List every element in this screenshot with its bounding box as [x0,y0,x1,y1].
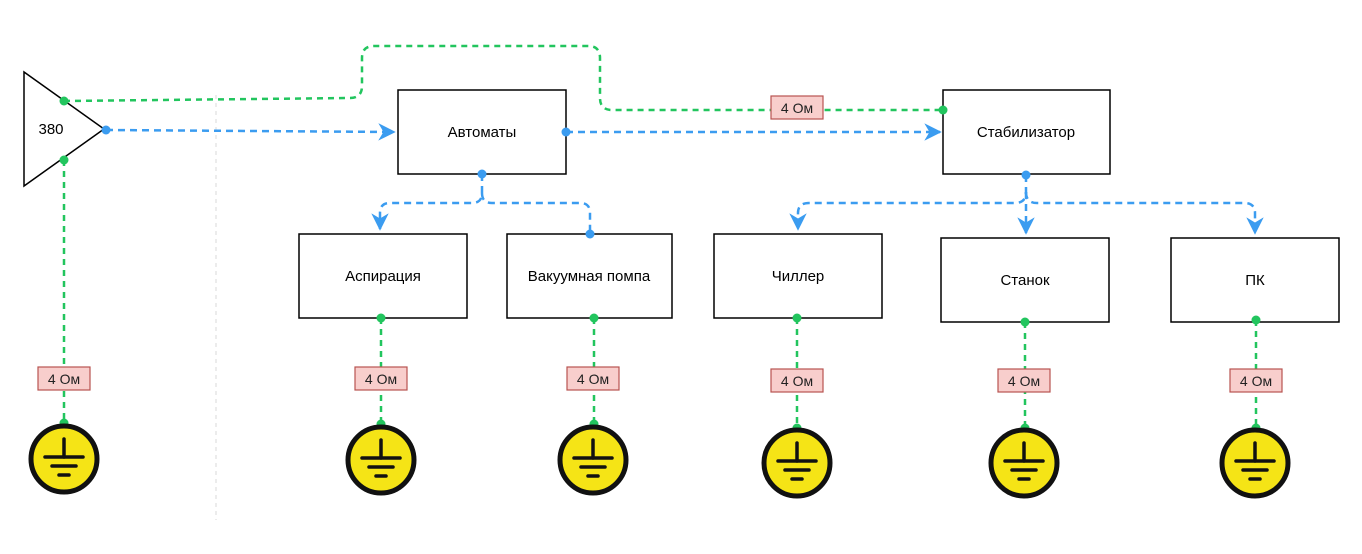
ground-symbols [28,423,1291,499]
ground-chiller-earth-ground-icon [761,427,833,499]
resistance-machine-label: 4 Ом [1008,373,1040,389]
box-stabilizer[interactable]: Стабилизатор [942,89,1111,175]
power-wire-source-automats[interactable] [105,123,396,141]
ground-aspiration-earth-ground-icon [345,424,417,496]
ground-source-earth-ground-icon [28,423,100,495]
resistance-chiller[interactable]: 4 Ом [770,368,824,393]
connector-dot [1021,170,1031,180]
automats-label: Автоматы [448,124,517,141]
vacuum-pump-label: Вакуумная помпа [528,268,651,285]
resistance-aspiration[interactable]: 4 Ом [354,366,408,391]
resistance-chiller-label: 4 Ом [781,373,813,389]
resistance-pc-label: 4 Ом [1240,373,1272,389]
power-wire-stabilizer-chiller[interactable] [789,175,1028,231]
connector-dot [585,229,595,239]
power-wires [105,123,1264,235]
resistance-pc[interactable]: 4 Ом [1229,368,1283,393]
pc-label: ПК [1245,272,1265,289]
connector-dot [376,313,386,323]
ground-machine-earth-ground-icon [988,427,1060,499]
box-aspiration[interactable]: Аспирация [298,233,468,319]
resistance-source-label: 4 Ом [48,371,80,387]
power-wire-automats-vacuum-pump[interactable] [480,192,592,234]
resistance-vacuum-pump[interactable]: 4 Ом [566,366,620,391]
connector-dot [59,155,69,165]
box-vacuum-pump[interactable]: Вакуумная помпа [506,233,673,319]
connector-dot [59,96,69,106]
chiller-label: Чиллер [772,268,825,285]
resistance-main-label: 4 Ом [781,100,813,116]
resistance-machine[interactable]: 4 Ом [997,368,1051,393]
connector-dot [938,105,948,115]
ground-pc-earth-ground-icon [1219,427,1291,499]
resistance-main[interactable]: 4 Ом [770,95,824,120]
resistance-source[interactable]: 4 Ом [37,366,91,391]
power-source-380[interactable]: 380 [23,70,106,188]
machine-label: Станок [1000,272,1050,289]
box-machine[interactable]: Станок [940,237,1110,323]
connector-dot [477,169,487,179]
connector-dot [1251,315,1261,325]
power-wire-stabilizer-pc[interactable] [1024,191,1264,235]
connector-dot [561,127,571,137]
box-pc[interactable]: ПК [1170,237,1340,323]
ground-wire-main[interactable] [63,44,943,112]
resistance-vacuum-pump-label: 4 Ом [577,371,609,387]
box-chiller[interactable]: Чиллер [713,233,883,319]
connector-dot [589,313,599,323]
resistance-aspiration-label: 4 Ом [365,371,397,387]
connector-dot [1020,317,1030,327]
aspiration-label: Аспирация [345,268,421,285]
connector-dot [101,125,111,135]
ground-vacuum-pump-earth-ground-icon [557,424,629,496]
box-automats[interactable]: Автоматы [397,89,567,175]
connector-dot [792,313,802,323]
source-label: 380 [38,121,63,138]
stabilizer-label: Стабилизатор [977,124,1075,141]
power-wire-automats-aspiration[interactable] [371,174,484,231]
